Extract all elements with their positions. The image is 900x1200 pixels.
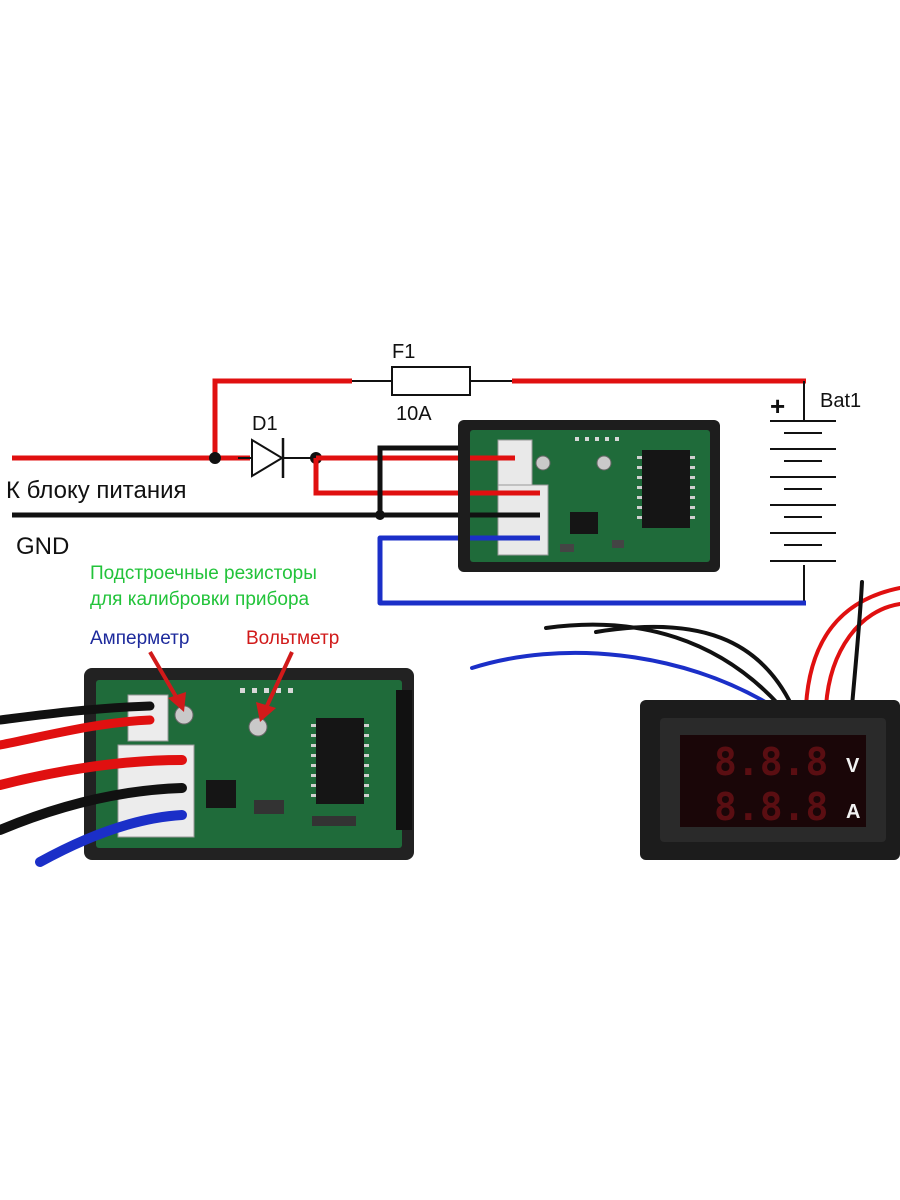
fuse-ref-text: F1 (392, 341, 415, 363)
module-small (458, 420, 720, 572)
battery-cells (770, 420, 836, 562)
gnd-label: GND (16, 533, 69, 560)
voltmeter-arrow-head (256, 702, 276, 722)
meter-front-photo: 8.8.8 8.8.8 V A (640, 700, 900, 860)
voltmeter-trim-pot (248, 717, 268, 737)
svg-text:8.8.8: 8.8.8 (714, 740, 828, 784)
junction-dot-supply (209, 452, 221, 464)
calibration-arrows (148, 650, 294, 722)
ammeter-arrow-head (168, 692, 186, 712)
ammeter-label: Амперметр (90, 628, 189, 649)
svg-text:8.8.8: 8.8.8 (714, 785, 828, 829)
diode-ref-text: D1 (252, 413, 278, 435)
power-supply-label: К блоку питания (6, 477, 187, 504)
schematic: F1 10A + Bat1 D1 (6, 341, 861, 606)
module-back-wires (0, 701, 187, 867)
voltmeter-label: Вольтметр (246, 628, 339, 649)
ammeter-arrow (148, 650, 180, 702)
diode-triangle (251, 438, 284, 478)
fuse-wire-left (212, 378, 352, 458)
trim-resistors-line1: Подстроечные резисторы (90, 563, 317, 584)
fuse-rating-text: 10A (396, 403, 432, 425)
battery-plus-text: + (770, 391, 785, 421)
battery-ref-text: Bat1 (820, 390, 861, 412)
junction-dot-gnd (375, 510, 385, 520)
fuse-body (391, 366, 471, 396)
voltmeter-arrow (264, 651, 294, 709)
meter-front-wires (470, 580, 900, 708)
trim-resistors-line2: для калибровки прибора (90, 589, 310, 610)
meter-amp-unit: A (846, 801, 860, 823)
meter-volt-unit: V (846, 755, 860, 777)
